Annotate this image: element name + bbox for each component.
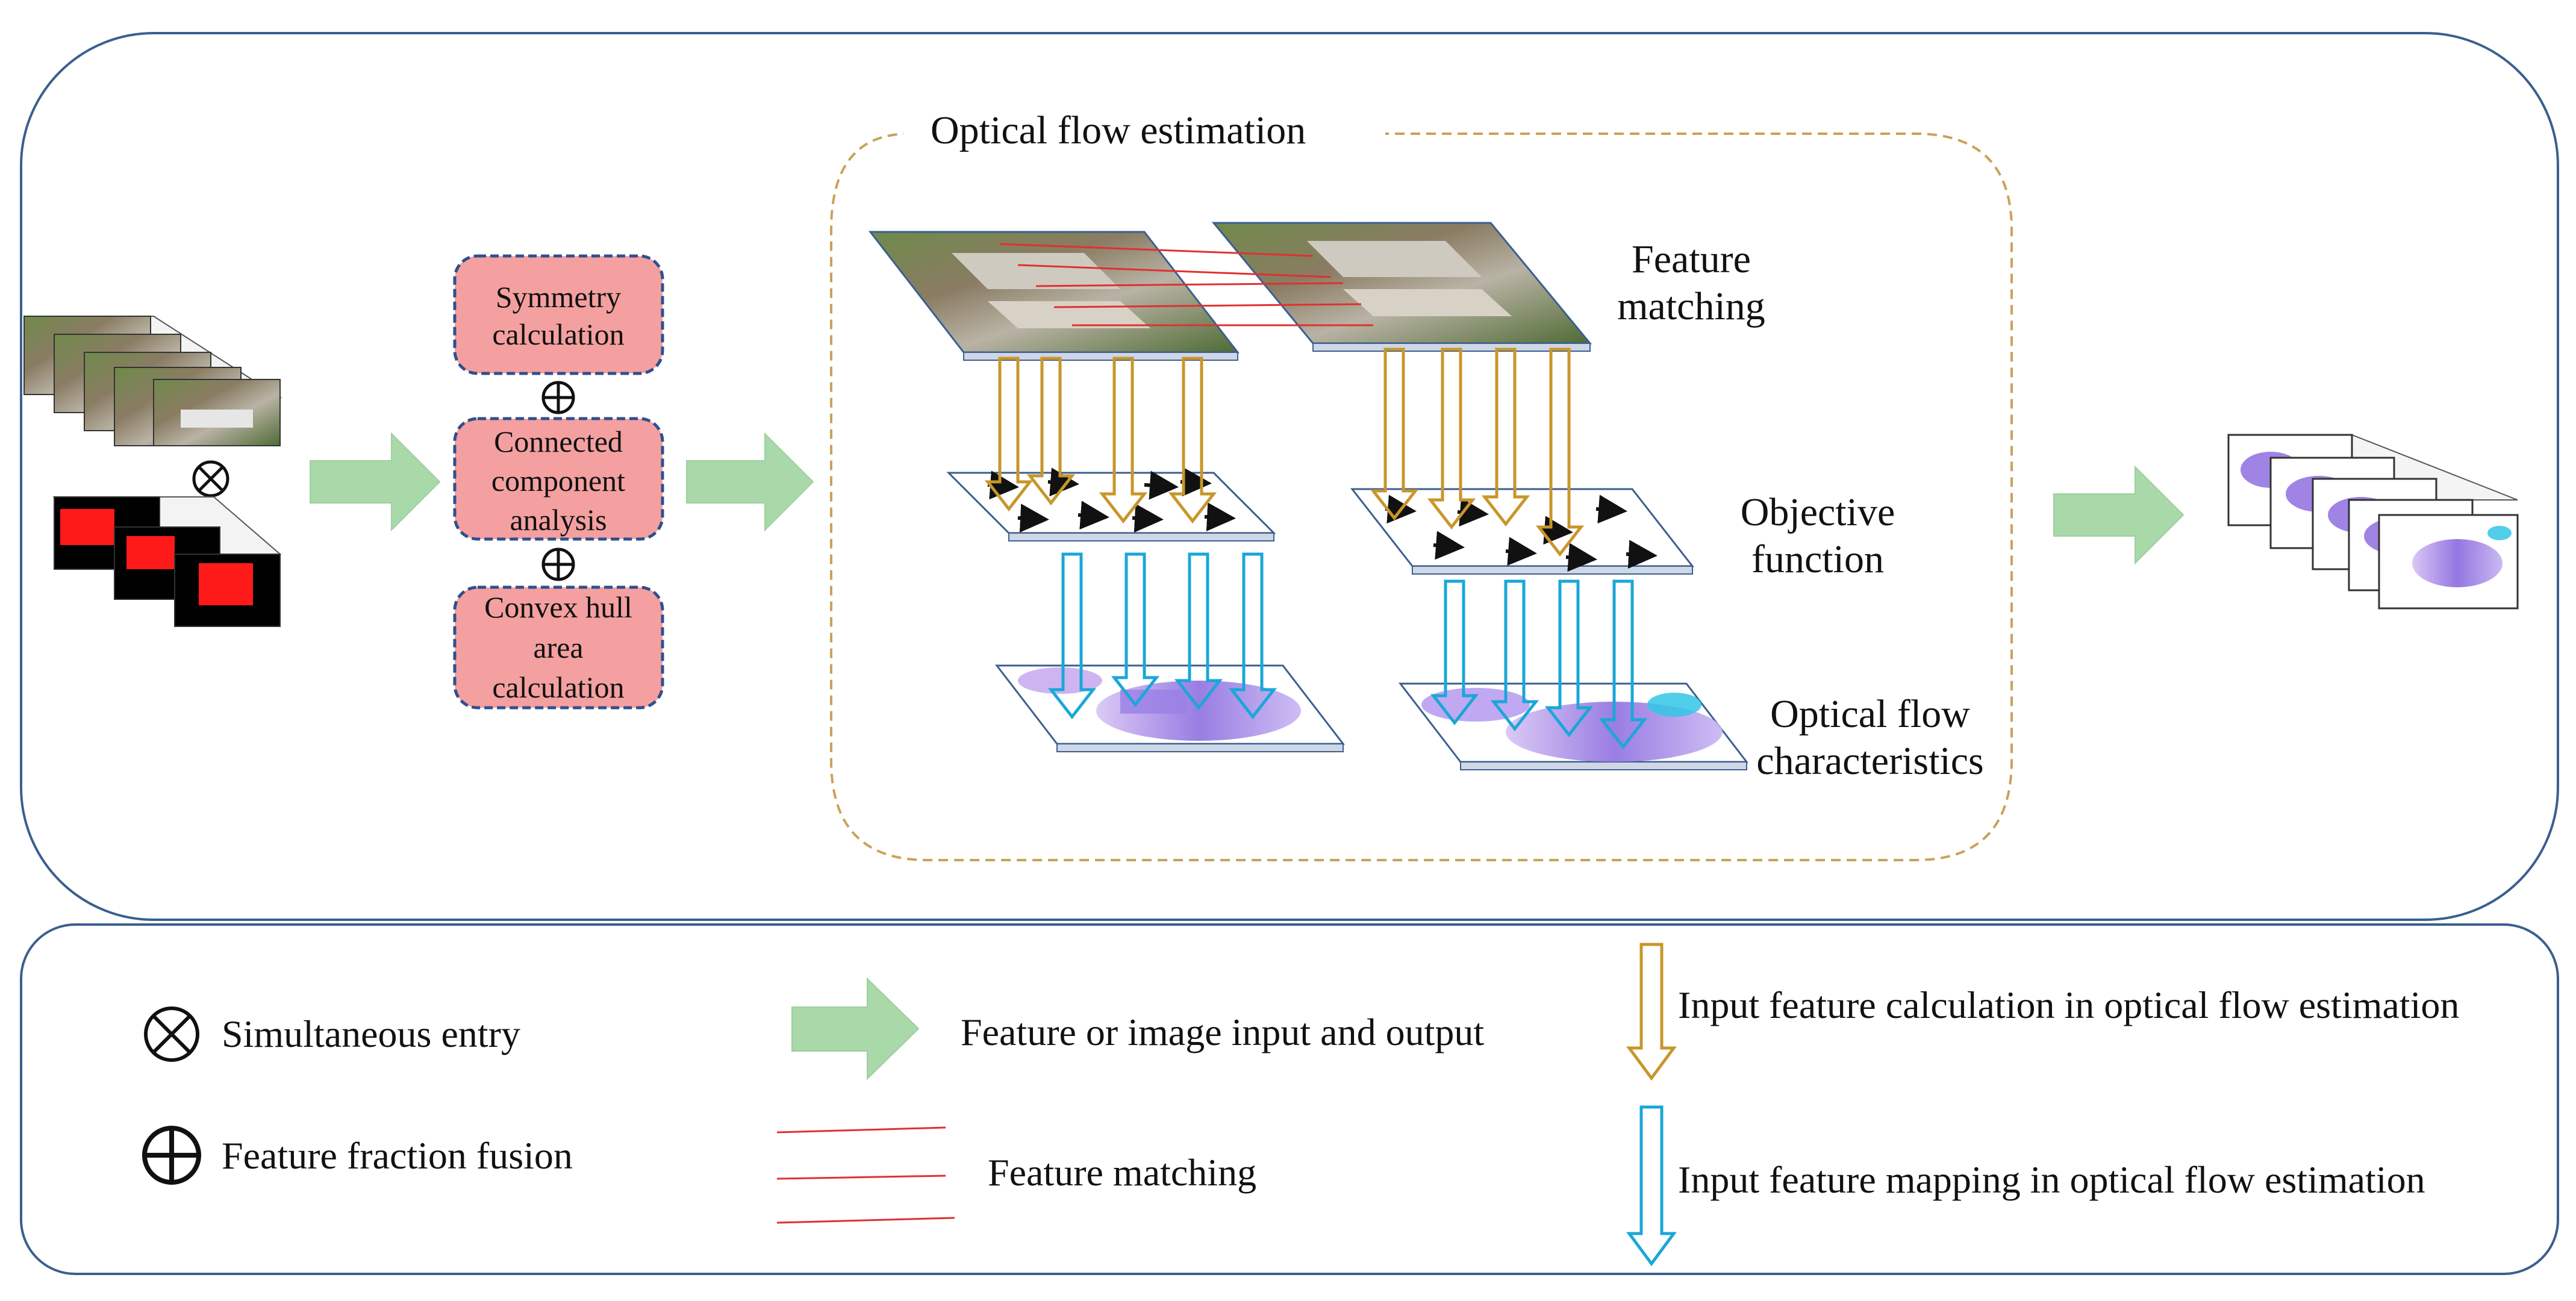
aerial-plane-left — [868, 231, 1240, 361]
motion-vectors — [987, 467, 1658, 572]
box-symmetry-line-2: calculation — [492, 317, 624, 351]
green-arrow-1 — [310, 432, 441, 532]
label-feature-matching-2: matching — [1617, 284, 1765, 328]
gold-arrow-icon — [1626, 943, 1677, 1081]
output-flow-stack — [2227, 434, 2519, 610]
cyan-arrows — [1047, 552, 1648, 750]
box-symmetry — [453, 254, 664, 375]
green-arrow-icon — [791, 977, 920, 1081]
flow-plane-right — [1398, 682, 1749, 770]
box-connected-line-1: Connected — [494, 425, 623, 458]
feature-match-lines — [999, 243, 1373, 326]
main-panel — [20, 32, 2559, 921]
box-connected-line-3: analysis — [510, 503, 607, 537]
box-convex — [453, 585, 664, 710]
legend-simultaneous-entry: Simultaneous entry — [222, 1012, 520, 1055]
title-mask — [903, 102, 1385, 157]
green-arrow-3 — [2053, 465, 2185, 565]
region-title: Optical flow estimation — [931, 108, 1306, 152]
green-arrow-2 — [686, 432, 814, 532]
otimes-icon — [144, 1006, 199, 1062]
legend-panel — [20, 923, 2559, 1275]
legend-input-feature-calculation: Input feature calculation in optical flo… — [1678, 984, 2459, 1026]
input-aerial-stack — [23, 316, 282, 446]
otimes-icon-small — [192, 460, 229, 498]
oplus-icon-1 — [541, 381, 575, 414]
label-flow-1: Optical flow — [1770, 692, 1970, 736]
box-convex-line-3: calculation — [492, 670, 624, 704]
legend-feature-fraction-fusion: Feature fraction fusion — [222, 1134, 573, 1177]
label-feature-matching-1: Feature — [1632, 237, 1751, 281]
aerial-plane-right — [1211, 222, 1592, 352]
box-convex-line-2: area — [533, 631, 583, 664]
label-objective-2: function — [1751, 537, 1884, 581]
box-convex-line-1: Convex hull — [484, 590, 632, 624]
flow-plane-left — [994, 664, 1346, 752]
legend-input-feature-mapping: Input feature mapping in optical flow es… — [1678, 1158, 2425, 1201]
legend-feature-matching: Feature matching — [988, 1151, 1256, 1194]
legend-feature-io: Feature or image input and output — [961, 1011, 1484, 1053]
optical-flow-region — [830, 133, 2013, 861]
oplus-icon — [142, 1126, 201, 1185]
oplus-icon-2 — [541, 548, 575, 581]
red-lines-icon — [776, 1126, 955, 1224]
box-symmetry-line-1: Symmetry — [496, 280, 621, 314]
label-flow-2: characteristics — [1756, 739, 1983, 783]
cyan-arrow-icon — [1626, 1105, 1677, 1267]
label-objective-1: Objective — [1741, 490, 1895, 534]
box-connected-line-2: component — [491, 464, 625, 498]
box-connected — [453, 417, 664, 541]
gold-arrows — [984, 348, 1585, 557]
input-mask-stack — [52, 496, 282, 627]
